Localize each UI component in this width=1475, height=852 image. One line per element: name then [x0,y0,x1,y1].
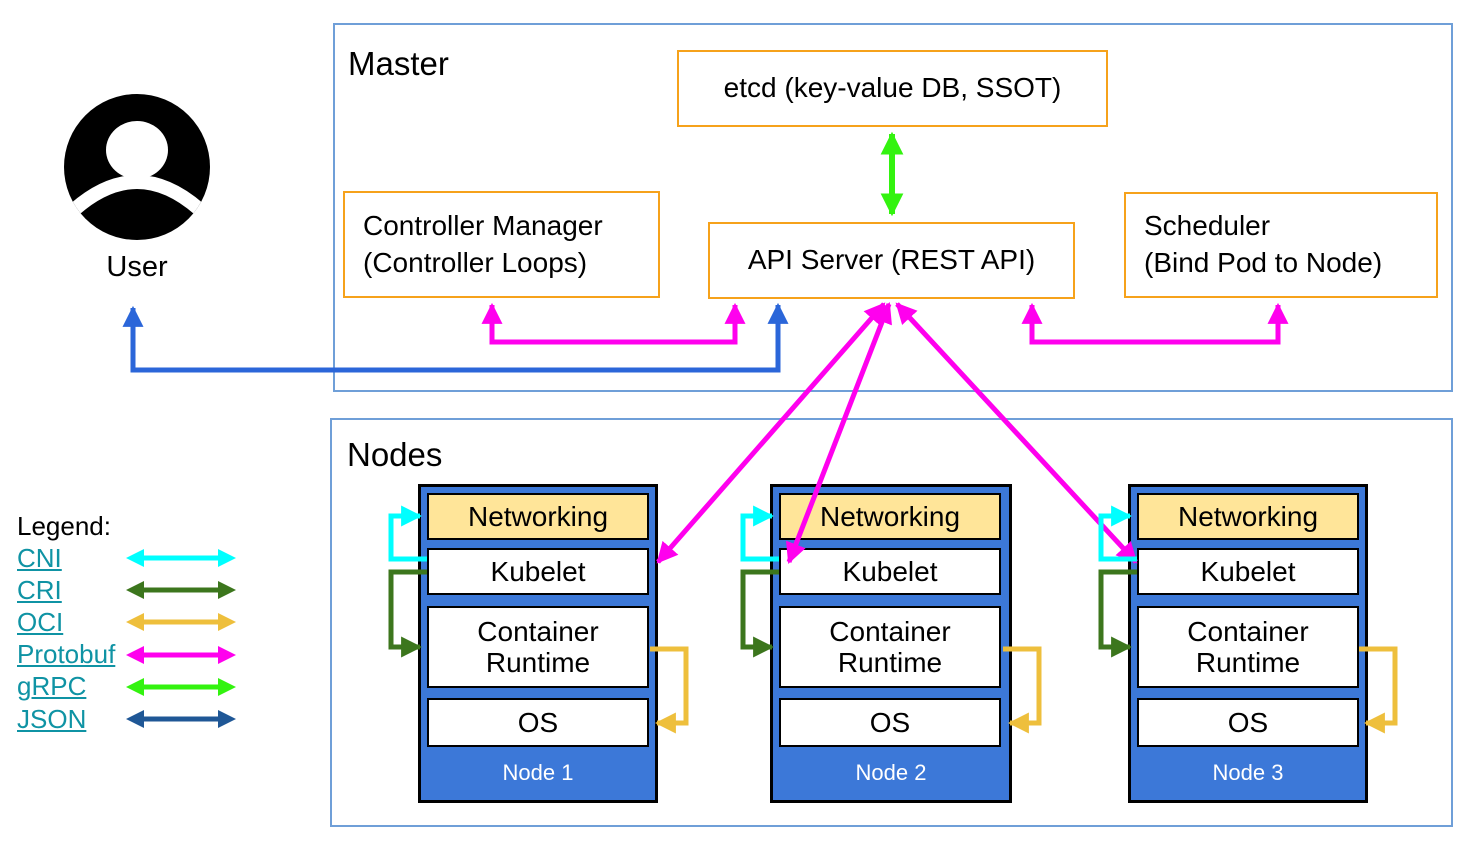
user-figure: User [63,93,211,283]
oci-arrow-icon [126,613,236,632]
node3-container-runtime-layer: Container Runtime [1137,606,1359,688]
node1-networking-layer: Networking [427,493,649,540]
user-icon [64,94,210,240]
json-arrow-icon [126,710,236,729]
os-label: OS [869,706,911,738]
controller-manager-sublabel: (Controller Loops) [363,246,588,278]
cni-arrow-icon [126,549,236,568]
networking-label: Networking [819,500,961,532]
api-server-label: API Server (REST API) [747,244,1036,276]
networking-label: Networking [467,500,609,532]
controller-manager-box: Controller Manager (Controller Loops) [343,191,660,298]
api-server-box: API Server (REST API) [708,222,1075,299]
user-label: User [106,251,168,283]
container-runtime-label: Container Runtime [1187,615,1309,678]
node3-networking-layer: Networking [1137,493,1359,540]
os-label: OS [517,706,559,738]
networking-label: Networking [1177,500,1319,532]
scheduler-box: Scheduler (Bind Pod to Node) [1124,192,1438,298]
legend-title: Legend: [17,510,111,541]
node-1: Networking Kubelet Container Runtime OS … [418,484,658,803]
cni-link[interactable]: CNI [17,542,62,573]
legend: Legend: CNI CRI OCI Protobuf gRPC JSON [17,510,237,735]
node2-networking-layer: Networking [779,493,1001,540]
legend-row-grpc: gRPC [17,671,237,703]
node2-kubelet-layer: Kubelet [779,548,1001,595]
json-link[interactable]: JSON [17,703,87,734]
node3-os-layer: OS [1137,698,1359,747]
protobuf-link[interactable]: Protobuf [17,639,116,670]
protobuf-arrow-icon [126,645,236,664]
etcd-label: etcd (key-value DB, SSOT) [723,72,1062,104]
grpc-arrow-icon [126,677,236,696]
node1-container-runtime-layer: Container Runtime [427,606,649,688]
node3-kubelet-layer: Kubelet [1137,548,1359,595]
node2-caption: Node 2 [855,760,927,785]
legend-row-cni: CNI [17,542,237,574]
nodes-title: Nodes [347,436,443,473]
node2-container-runtime-layer: Container Runtime [779,606,1001,688]
node2-os-layer: OS [779,698,1001,747]
scheduler-sublabel: (Bind Pod to Node) [1144,247,1383,278]
legend-row-oci: OCI [17,606,237,638]
oci-link[interactable]: OCI [17,606,64,637]
legend-row-cri: CRI [17,574,237,606]
node1-caption: Node 1 [502,760,574,785]
etcd-box: etcd (key-value DB, SSOT) [677,50,1108,127]
node1-os-layer: OS [427,698,649,747]
node1-kubelet-layer: Kubelet [427,548,649,595]
legend-row-protobuf: Protobuf [17,639,237,671]
kubelet-label: Kubelet [842,555,938,587]
node-2: Networking Kubelet Container Runtime OS … [770,484,1012,803]
grpc-link[interactable]: gRPC [17,671,87,702]
node-3: Networking Kubelet Container Runtime OS … [1128,484,1368,803]
legend-row-json: JSON [17,703,237,735]
controller-manager-label: Controller Manager [363,209,603,241]
kubelet-label: Kubelet [490,555,586,587]
scheduler-label: Scheduler [1144,210,1271,242]
cri-arrow-icon [126,581,236,600]
container-runtime-label: Container Runtime [477,615,599,678]
kubelet-label: Kubelet [1200,555,1296,587]
cri-link[interactable]: CRI [17,574,62,605]
master-title: Master [348,45,449,82]
container-runtime-label: Container Runtime [829,615,951,678]
node3-caption: Node 3 [1212,760,1284,785]
os-label: OS [1227,706,1269,738]
